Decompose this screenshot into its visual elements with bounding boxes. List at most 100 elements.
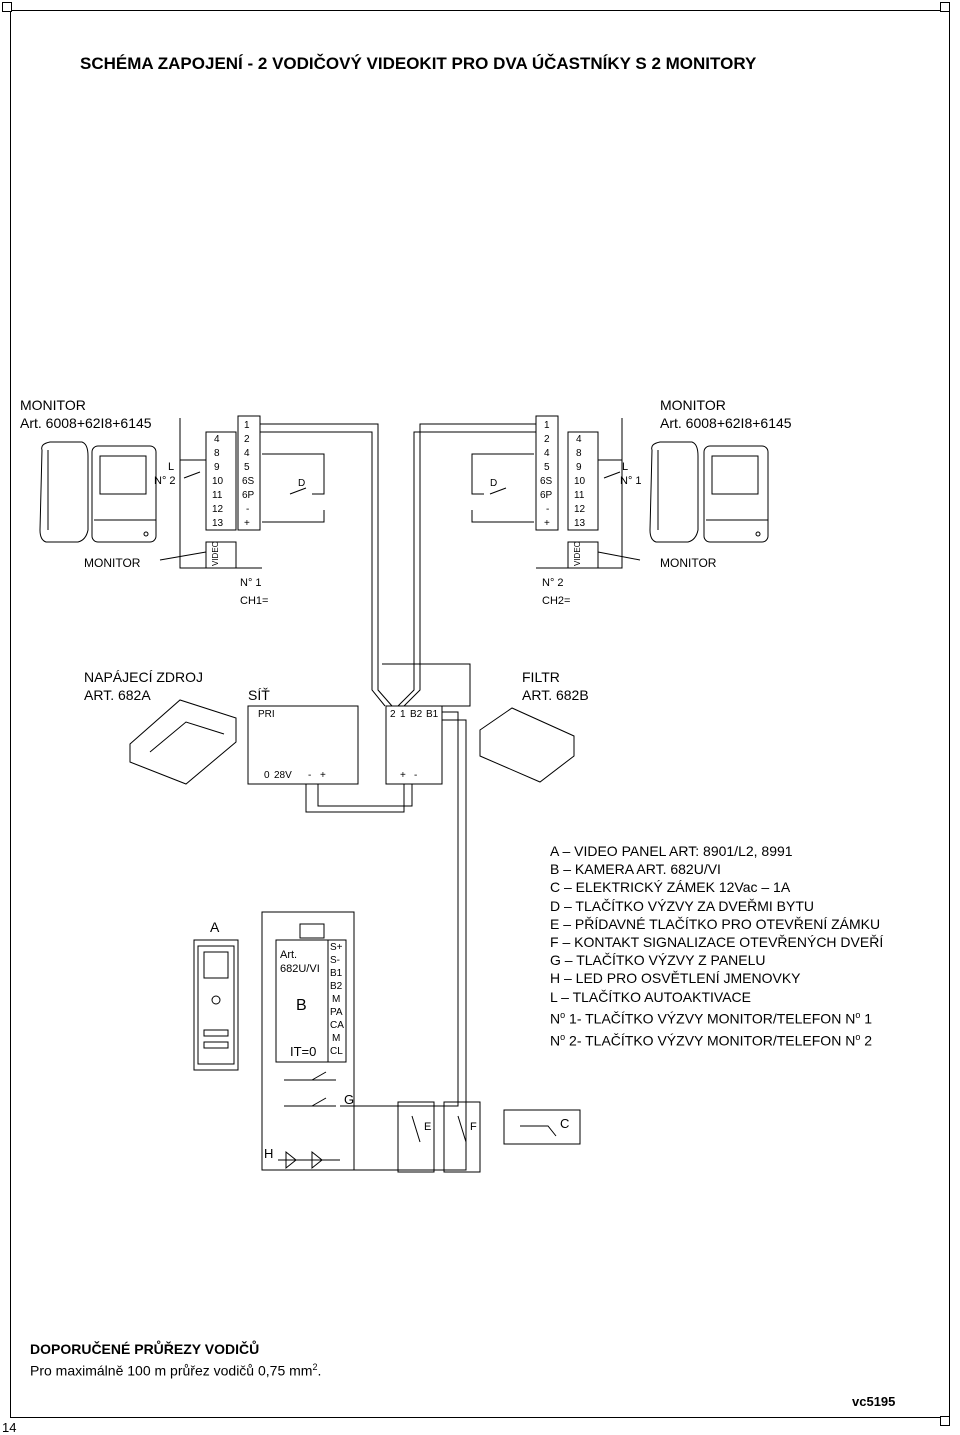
- recommendation: DOPORUČENÉ PRŮŘEZY VODIČŮ Pro maximálně …: [30, 1340, 321, 1380]
- monitor-left-icon: [39, 441, 157, 543]
- filter-terminal: 2: [390, 709, 396, 720]
- terminal-label: -: [546, 504, 549, 515]
- terminal-label: 13: [574, 518, 586, 529]
- legend-item-no1: No 1- TLAČÍTKO VÝZVY MONITOR/TELEFON No …: [550, 1009, 873, 1027]
- terminal-label: 8: [214, 448, 220, 459]
- camera-terminal: S-: [330, 955, 340, 966]
- power-supply-art: ART. 682A: [84, 687, 151, 703]
- terminal-label: 9: [576, 462, 582, 473]
- terminal-label: 2: [244, 434, 250, 445]
- n1-label: N° 1: [240, 577, 262, 589]
- camera-art: Art.: [280, 949, 297, 961]
- terminal-label: 4: [214, 434, 220, 445]
- filter-terminal: B1: [426, 709, 439, 720]
- filter-terminal: +: [400, 770, 406, 781]
- page-title: SCHÉMA ZAPOJENÍ - 2 VODIČOVÝ VIDEOKIT PR…: [80, 54, 757, 73]
- terminal-label: 5: [244, 462, 250, 473]
- terminal-label: 11: [212, 490, 223, 501]
- c-label: C: [560, 1116, 569, 1131]
- terminal-label: 10: [212, 476, 224, 487]
- terminal-label: 4: [544, 448, 550, 459]
- legend-item: H – LED PRO OSVĚTLENÍ JMENOVKY: [550, 970, 801, 987]
- n1-label-right: N° 1: [620, 475, 642, 487]
- terminal-label: 6S: [242, 476, 255, 487]
- camera-terminal: PA: [330, 1007, 343, 1018]
- camera-terminal: B2: [330, 981, 343, 992]
- terminal-label: 4: [576, 434, 582, 445]
- document-code: vc5195: [852, 1394, 896, 1409]
- video-label: VIDEO: [573, 541, 582, 566]
- page-frame: [10, 10, 950, 1418]
- power-terminal: -: [308, 770, 311, 781]
- monitor-right-caption: MONITOR: [660, 556, 717, 570]
- camera-terminal: S+: [330, 942, 343, 953]
- terminal-label: 6P: [242, 490, 255, 501]
- g-label: G: [344, 1092, 354, 1107]
- legend-item: C – ELEKTRICKÝ ZÁMEK 12Vac – 1A: [550, 879, 791, 896]
- video-label: VIDEO: [211, 541, 220, 566]
- d-label: D: [298, 478, 305, 489]
- monitor-left-art: Art. 6008+62I8+6145: [20, 415, 152, 431]
- camera-terminal: CL: [330, 1046, 343, 1057]
- panel-a-label: A: [210, 919, 220, 935]
- camera-b-label: B: [296, 997, 307, 1014]
- camera-terminal: B1: [330, 968, 343, 979]
- terminal-label: 1: [544, 420, 550, 431]
- camera-terminal: M: [332, 994, 340, 1005]
- legend-item: B – KAMERA ART. 682U/VI: [550, 861, 721, 878]
- camera-terminal: CA: [330, 1020, 344, 1031]
- legend-item: F – KONTAKT SIGNALIZACE OTEVŘENÝCH DVEŘÍ: [550, 934, 884, 951]
- filter-terminal: -: [414, 770, 417, 781]
- terminal-label: 12: [574, 504, 586, 515]
- l-label-right: L: [622, 461, 628, 473]
- monitor-left-label: MONITOR: [20, 397, 86, 413]
- monitor-right-art: Art. 6008+62I8+6145: [660, 415, 792, 431]
- pri-label: PRI: [258, 709, 275, 720]
- terminal-label: 10: [574, 476, 586, 487]
- l-label-left: L: [168, 461, 174, 473]
- corner-mark: [940, 1416, 950, 1426]
- mains-label: SÍŤ: [248, 687, 270, 703]
- terminal-label: 2: [544, 434, 550, 445]
- monitor-right-label: MONITOR: [660, 397, 726, 413]
- page-number: 14: [2, 1420, 17, 1435]
- terminal-label: 11: [574, 490, 585, 501]
- monitor-left-caption: MONITOR: [84, 556, 141, 570]
- legend-item: A – VIDEO PANEL ART: 8901/L2, 8991: [550, 843, 793, 859]
- terminal-label: 12: [212, 504, 224, 515]
- terminal-label: 13: [212, 518, 224, 529]
- legend: A – VIDEO PANEL ART: 8901/L2, 8991 B – K…: [550, 842, 883, 1050]
- corner-mark: [2, 2, 12, 12]
- camera-model: 682U/VI: [280, 963, 320, 975]
- n2-label-left: N° 2: [154, 475, 176, 487]
- filter-art: ART. 682B: [522, 687, 589, 703]
- terminal-label: -: [246, 504, 249, 515]
- legend-item: E – PŘÍDAVNÉ TLAČÍTKO PRO OTEVŘENÍ ZÁMKU: [550, 915, 881, 932]
- camera-terminal: M: [332, 1033, 340, 1044]
- terminal-right-labels: 1 2 4 5 6S 6P - + 4 8 9 10 11 12 13 VIDE…: [490, 420, 642, 607]
- recommendation-heading: DOPORUČENÉ PRŮŘEZY VODIČŮ: [30, 1341, 260, 1357]
- monitor-right-icon: [649, 441, 769, 543]
- power-terminal: 0: [264, 770, 270, 781]
- legend-item: D – TLAČÍTKO VÝZVY ZA DVEŘMI BYTU: [550, 897, 814, 914]
- terminal-label: 5: [544, 462, 550, 473]
- terminal-label: 9: [214, 462, 220, 473]
- filter-terminal: 1: [400, 709, 406, 720]
- filter-label: FILTR: [522, 669, 560, 685]
- e-label: E: [424, 1121, 431, 1133]
- legend-item: L – TLAČÍTKO AUTOAKTIVACE: [550, 988, 751, 1005]
- ch1-label: CH1=: [240, 595, 268, 607]
- recommendation-text: Pro maximálně 100 m průřez vodičů 0,75 m…: [30, 1362, 322, 1379]
- filter-terminal: B2: [410, 709, 423, 720]
- terminal-label: 6P: [540, 490, 553, 501]
- terminal-left-labels: 4 8 9 10 11 12 13 1 2 4 5 6S 6P - + VIDE…: [154, 420, 305, 607]
- n2-label: N° 2: [542, 577, 564, 589]
- d-label: D: [490, 478, 497, 489]
- terminal-label: 4: [244, 448, 250, 459]
- h-label: H: [264, 1146, 273, 1161]
- power-terminal: +: [320, 770, 326, 781]
- power-terminal: 28V: [274, 770, 292, 781]
- terminal-label: +: [244, 518, 250, 529]
- ch2-label: CH2=: [542, 595, 570, 607]
